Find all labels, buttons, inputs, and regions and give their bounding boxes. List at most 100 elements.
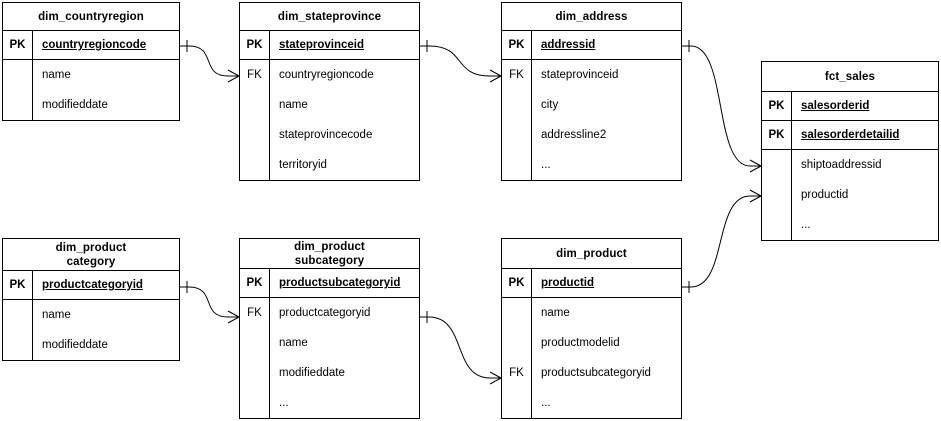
entity-title-line: dim_address xyxy=(555,10,628,23)
relationship-productcategory-to-subcategory xyxy=(180,281,240,324)
relationship-product-to-fctsales xyxy=(682,189,762,293)
attribute-field-name: name xyxy=(279,99,308,111)
attribute-key-column xyxy=(762,150,792,240)
attribute-field-name: name xyxy=(541,307,570,319)
entity-title-line: fct_sales xyxy=(824,70,876,83)
crowsfoot-prong-upper xyxy=(749,159,762,167)
pk-label: PK xyxy=(240,269,270,297)
attribute-field-name: name xyxy=(42,309,71,321)
attribute-key-blank xyxy=(502,90,531,120)
attribute-block: FK name productmodelid productsubcategoryid… xyxy=(502,298,681,418)
connector-line xyxy=(180,45,239,77)
attribute-field-name: productsubcategoryid xyxy=(541,367,651,379)
attribute-block: name modifieddate xyxy=(3,60,179,120)
attribute-key-blank xyxy=(762,150,791,180)
attribute-key-blank xyxy=(502,298,531,328)
crowsfoot-prong-lower xyxy=(749,165,762,173)
connector-line xyxy=(420,45,501,77)
entity-title-line: dim_countryregion xyxy=(38,10,144,23)
entity-title-line: dim_product xyxy=(55,241,127,254)
cardinality-many-marker xyxy=(749,189,762,203)
relationship-stateprovince-to-address xyxy=(420,40,502,83)
attribute-block: FK productcategoryid name modifieddate... xyxy=(240,298,419,418)
pk-field-name: salesorderid xyxy=(801,100,870,112)
pk-label: PK xyxy=(3,31,33,59)
connector-line xyxy=(682,195,761,288)
attribute-key-blank xyxy=(502,150,531,180)
attribute-field-name: productcategoryid xyxy=(279,307,371,319)
crowsfoot-prong-lower xyxy=(227,75,240,83)
attribute-field-name: name xyxy=(42,69,71,81)
pk-field-name: productcategoryid xyxy=(42,279,143,291)
crowsfoot-prong-upper xyxy=(227,310,240,318)
attribute-key-blank xyxy=(240,358,269,388)
fk-label: FK xyxy=(247,307,262,319)
pk-label: PK xyxy=(762,92,792,120)
crowsfoot-prong-lower xyxy=(227,316,240,324)
attribute-field-name: modifieddate xyxy=(42,99,108,111)
entity-title: dim_product xyxy=(502,239,681,269)
attribute-field-name: ... xyxy=(279,397,289,409)
attribute-key-column: FK xyxy=(502,298,532,418)
attribute-key-blank xyxy=(762,210,791,240)
pk-label: PK xyxy=(3,271,33,299)
pk-row[interactable]: PK salesorderid xyxy=(762,92,938,121)
attribute-field-name: modifieddate xyxy=(279,367,345,379)
pk-label: PK xyxy=(762,121,792,149)
attribute-key-column: FK xyxy=(240,60,270,180)
attribute-field-name: productid xyxy=(801,189,849,201)
attribute-key-blank xyxy=(240,388,269,418)
entity-title-line: category xyxy=(66,255,116,268)
attribute-key-blank xyxy=(3,330,32,360)
cardinality-many-marker xyxy=(227,310,240,324)
crowsfoot-prong-upper xyxy=(489,69,502,77)
attribute-field-column: name modifieddate xyxy=(33,60,179,120)
attribute-field-name: name xyxy=(279,337,308,349)
crowsfoot-prong-lower xyxy=(489,75,502,83)
crowsfoot-prong-lower xyxy=(749,195,762,203)
attribute-field-name: addressline2 xyxy=(541,129,607,141)
cardinality-many-marker xyxy=(227,69,240,83)
pk-label: PK xyxy=(240,31,270,59)
attribute-field-name: productmodelid xyxy=(541,337,620,349)
relationship-address-to-fctsales xyxy=(682,40,762,173)
attribute-field-name: countryregioncode xyxy=(279,69,374,81)
pk-row[interactable]: PK productcategoryid xyxy=(3,271,179,300)
attribute-field-name: city xyxy=(541,99,559,111)
pk-field-name: addressid xyxy=(541,39,596,51)
entity-title: dim_countryregion xyxy=(3,3,179,31)
entity-title-line: dim_product xyxy=(294,240,365,253)
connector-line xyxy=(420,316,501,379)
connector-line xyxy=(180,286,239,318)
attribute-key-blank xyxy=(3,90,32,120)
attribute-field-column: productcategoryid name modifieddate... xyxy=(270,298,419,418)
crowsfoot-prong-upper xyxy=(489,371,502,379)
attribute-key-blank xyxy=(240,90,269,120)
attribute-key-column xyxy=(3,60,33,120)
entity-title: fct_sales xyxy=(762,62,938,92)
attribute-field-name: ... xyxy=(541,159,551,171)
